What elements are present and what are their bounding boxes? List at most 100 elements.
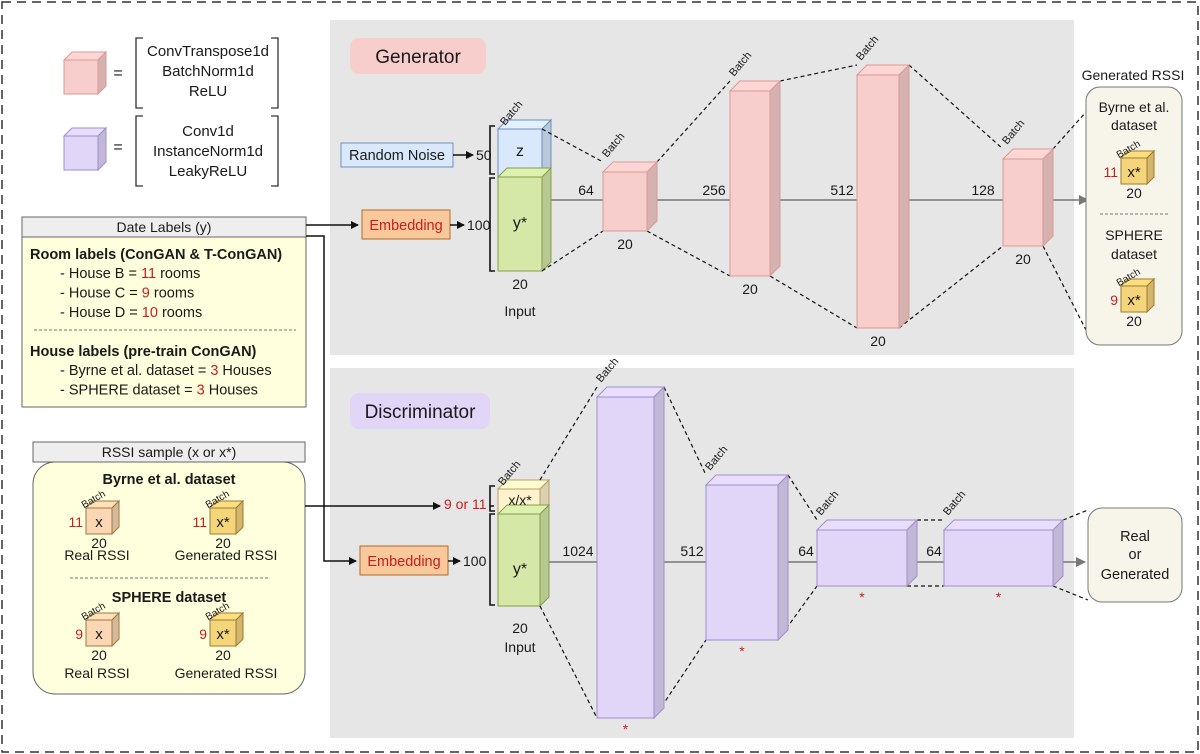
rssi-byrne-real-cube-body — [84, 499, 121, 536]
gen-output-byrne-1: Byrne et al. — [1099, 99, 1170, 115]
gen-dash-top-2 — [908, 64, 1004, 150]
rssi-byrne-real-cube-height: 11 — [68, 514, 83, 530]
gen-output-sphere-1: SPHERE — [1105, 227, 1163, 243]
gen-input-y-side — [541, 166, 552, 273]
rssi-byrne-gen-cube-body-front — [209, 507, 237, 535]
house-label-0-num: 3 — [210, 363, 218, 379]
legend-purple-line-1: Conv1d — [182, 123, 234, 140]
disc-input-label: Input — [504, 639, 535, 655]
gen-dash-bottom-1 — [769, 275, 858, 329]
room-label-1-post: rooms — [150, 286, 194, 302]
disc-layer-0-front — [596, 396, 655, 719]
gen-dash-out-top — [1052, 111, 1087, 150]
room-label-0-num: 11 — [141, 266, 156, 282]
gen-layer-2-side — [898, 63, 910, 330]
disc-input-y — [496, 503, 551, 608]
disc-layer-1-top — [704, 474, 790, 486]
discriminator-title: Discriminator — [365, 402, 477, 423]
discriminator-title-box — [350, 393, 490, 429]
disc-output-box — [1087, 507, 1183, 603]
legend-purple-line-3: LeakyReLU — [169, 163, 247, 180]
labels-panel-body — [21, 236, 307, 408]
disc-y-bracket — [489, 513, 495, 606]
disc-layer-3-front — [943, 529, 1054, 587]
rssi-byrne-gen-cube-width: 20 — [215, 535, 231, 551]
disc-dash-top-1 — [787, 474, 818, 521]
rssi-sphere-gen-cube-height: 9 — [199, 626, 207, 642]
gen-out-sphere-cube-body-front — [1120, 285, 1148, 313]
disc-dash-out-bottom — [1052, 585, 1089, 601]
gen-layer-1 — [728, 79, 782, 278]
disc-layer-3-top — [942, 519, 1065, 531]
gen-output-title: Generated RSSI — [1082, 67, 1185, 83]
discriminator: Discriminator Embedding 100 9 or 11 x/x*… — [350, 356, 1183, 737]
house-label-0-post: Houses — [218, 363, 271, 379]
discriminator-input-stack — [496, 478, 551, 608]
rssi-sphere-real-label: Real RSSI — [64, 665, 129, 681]
disc-layer-2-side — [906, 518, 918, 588]
legend-pink-shape — [62, 50, 108, 96]
generator-title: Generator — [375, 47, 461, 68]
disc-layer-0-channels: 1024 — [562, 543, 593, 559]
gen-layer-1-side — [769, 79, 781, 278]
house-label-1-num: 3 — [197, 383, 205, 399]
gen-out-sphere-cube-body — [1119, 277, 1156, 314]
disc-output-3: Generated — [1101, 567, 1170, 583]
gen-layer-1-channels: 256 — [702, 182, 726, 198]
generator-title-box — [350, 38, 486, 74]
gen-dash-bottom-0 — [646, 230, 731, 277]
gen-layer-1-width: 20 — [742, 281, 758, 297]
room-label-0: - House B = 11 rooms — [60, 266, 200, 282]
disc-dash-top-0 — [663, 386, 707, 476]
legend-purple-shape — [62, 126, 108, 172]
labels-to-disc-embedding — [306, 235, 357, 565]
gen-input-y-front — [497, 176, 543, 272]
gen-dash-top-1 — [779, 64, 858, 82]
gen-out-byrne-cube-height: 11 — [1103, 164, 1118, 180]
gen-dash-bottom-2 — [898, 245, 1004, 329]
legend-pink-shape-side — [97, 50, 107, 96]
gen-out-byrne-cube-body — [1119, 149, 1156, 186]
disc-layer-0-star: * — [623, 721, 629, 737]
house-label-1: - SPHERE dataset = 3 Houses — [60, 383, 258, 399]
legend-purple-shape-side — [97, 126, 107, 172]
gen-dash-in-top — [541, 128, 604, 163]
gen-layer-3-channels: 128 — [971, 182, 995, 198]
gen-y-bracket — [489, 177, 495, 272]
gen-layer-2-front — [856, 74, 900, 329]
gen-layer-0-width: 20 — [617, 236, 633, 252]
generator-input-stack — [496, 118, 553, 273]
rssi-byrne-real-cube-width: 20 — [91, 535, 107, 551]
gen-layer-3-width: 20 — [1015, 251, 1031, 267]
disc-embed-dim: 100 — [463, 553, 487, 569]
noise-dim: 50 — [476, 147, 492, 163]
random-noise-label: Random Noise — [349, 148, 445, 164]
rssi-panel: RSSI sample (x or x*) Byrne et al. datas… — [32, 441, 306, 695]
random-noise-box — [340, 142, 454, 168]
house-labels-title: House labels (pre-train ConGAN) — [30, 344, 257, 360]
room-label-lines: - House B = 11 rooms- House C = 9 rooms-… — [60, 266, 202, 321]
disc-layer-0 — [595, 385, 666, 720]
gen-layer-2-channels: 512 — [830, 182, 854, 198]
gen-layer-3-side — [1042, 147, 1054, 248]
disc-x-dim: 9 or 11 — [444, 496, 487, 512]
legend-purple-cube — [62, 126, 108, 172]
disc-layer-1-star: * — [739, 643, 745, 659]
gen-out-byrne-cube-label: x* — [1127, 164, 1141, 181]
legend-pink-equals: = — [113, 65, 122, 82]
gen-layer-1-front — [729, 90, 771, 277]
legend-pink-line-1: ConvTranspose1d — [147, 43, 269, 60]
gen-layer-0-side — [646, 160, 658, 233]
disc-layer-3-side — [1052, 518, 1064, 588]
disc-layer-2-channels: 64 — [798, 543, 814, 559]
disc-layer-3-star: * — [996, 589, 1002, 605]
gen-layer-3 — [1001, 147, 1055, 248]
legend-purple-shape-front — [63, 135, 99, 171]
house-label-0-pre: - Byrne et al. dataset = — [60, 363, 210, 379]
